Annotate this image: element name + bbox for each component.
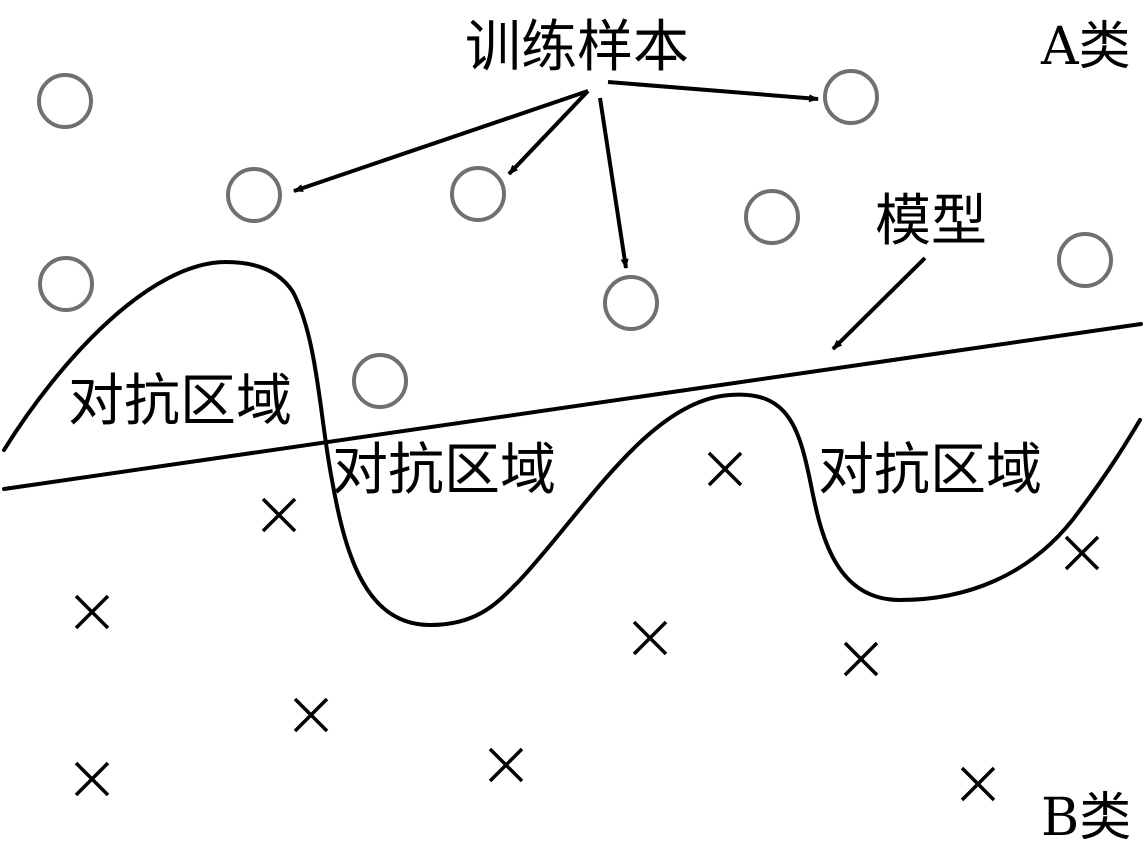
adversarial-region-label: 对抗区域 (332, 438, 556, 503)
class-b-sample-cross (293, 697, 329, 733)
class-b-sample-cross (74, 594, 110, 630)
class-a-label: A类 (1040, 17, 1131, 77)
class-a-sample-circle (37, 73, 93, 129)
class-b-sample-cross (1064, 535, 1100, 571)
class-b-sample-cross (843, 641, 879, 677)
training-sample-arrows (293, 80, 927, 351)
model-decision-line (2, 322, 1143, 491)
adversarial-region-label: 对抗区域 (818, 438, 1042, 503)
arrow-to-sample (507, 89, 590, 176)
arrow-to-sample (607, 80, 819, 103)
class-a-sample-circle (1057, 232, 1113, 288)
class-a-samples (37, 69, 1113, 409)
class-a-sample-circle (226, 167, 282, 223)
class-b-sample-cross (74, 761, 110, 797)
adversarial-region-label: 对抗区域 (68, 369, 292, 434)
arrow-to-model (831, 256, 927, 351)
arrow-to-sample (293, 89, 589, 193)
training-samples-label: 训练样本 (465, 15, 689, 80)
class-b-sample-cross (632, 620, 668, 656)
class-a-sample-circle (38, 256, 94, 312)
class-a-sample-circle (450, 166, 506, 222)
class-b-sample-cross (488, 747, 524, 783)
class-b-sample-cross (261, 497, 297, 533)
class-a-sample-circle (823, 69, 879, 125)
model-label: 模型 (875, 189, 987, 254)
class-a-sample-circle (744, 189, 800, 245)
arrow-to-sample (598, 97, 629, 269)
class-b-label: B类 (1041, 788, 1131, 848)
class-b-sample-cross (960, 766, 996, 802)
class-b-samples (74, 451, 1100, 802)
class-a-sample-circle (352, 353, 408, 409)
class-b-sample-cross (707, 451, 743, 487)
true-boundary-curve (2, 260, 1142, 627)
class-a-sample-circle (603, 275, 659, 331)
